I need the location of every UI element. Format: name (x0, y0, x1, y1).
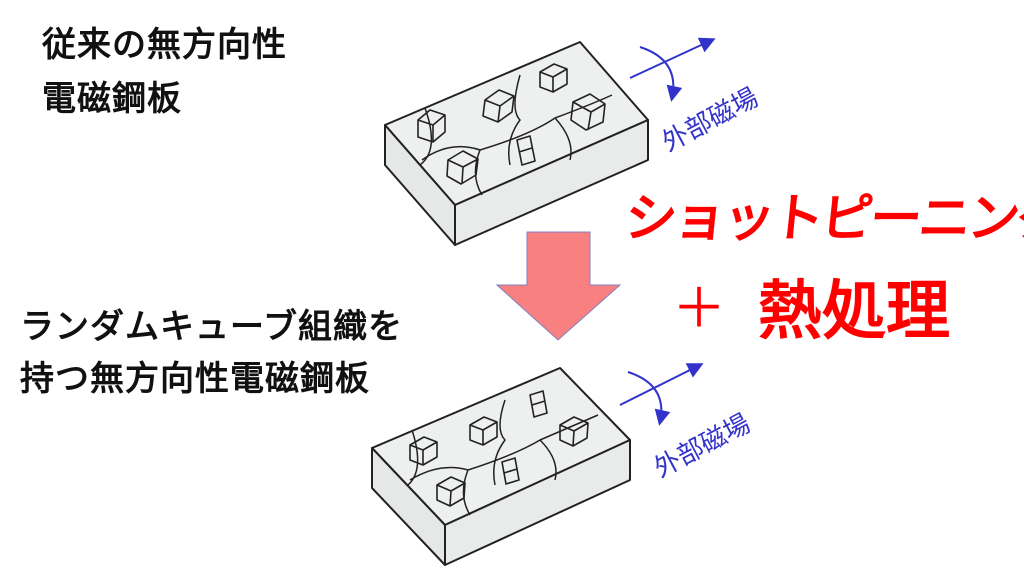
conventional-sheet-label-line2: 電磁鋼板 (42, 79, 182, 119)
magnetic-field-arrows-bottom (619, 363, 704, 426)
heat-treatment-text: 熱処理 (758, 275, 950, 349)
steel-sheet-conventional (384, 41, 649, 246)
plus-sign: ＋ (672, 277, 726, 340)
random-cube-label-line1: ランダムキューブ組織を (20, 307, 403, 347)
steel-sheet-random-cube (371, 367, 631, 566)
magnetic-field-arrows-top (629, 37, 716, 102)
random-cube-label-line2: 持つ無方向性電磁鋼板 (20, 359, 370, 399)
down-arrow (495, 231, 622, 341)
conventional-sheet-label-line1: 従来の無方向性 (42, 25, 287, 65)
shot-peening-text: ショットピーニング (621, 189, 1024, 249)
